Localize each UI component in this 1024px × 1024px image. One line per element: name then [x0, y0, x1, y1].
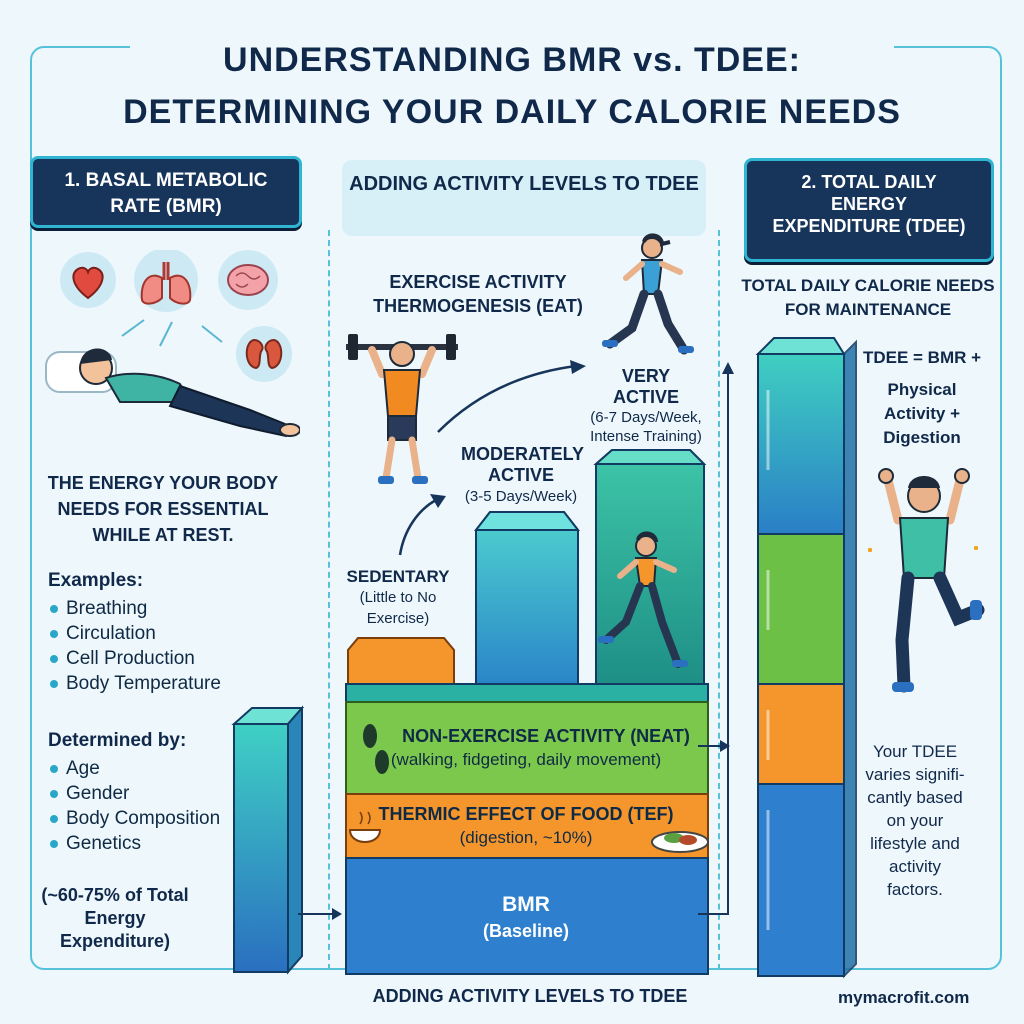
- tdee-note: Your TDEE varies signifi-cantly based on…: [865, 742, 965, 899]
- list-item: Body Temperature: [48, 671, 221, 696]
- examples-list: Breathing Circulation Cell Production Bo…: [48, 596, 221, 696]
- title-backdrop: [130, 30, 894, 140]
- tdee-segment-neat: [757, 533, 845, 685]
- footprints-icon: [363, 724, 389, 774]
- level-moderately-active: MODERATELY ACTIVE (3-5 Days/Week): [446, 444, 596, 507]
- bmr-share-note: (~60-75% of Total Energy Expenditure): [41, 885, 189, 951]
- bmr-layer: BMR (Baseline): [346, 892, 706, 944]
- tef-detail: (digestion, ~10%): [459, 828, 593, 847]
- bmr-layer-title: BMR: [502, 893, 550, 916]
- tdee-segment-activity: [757, 353, 845, 535]
- eat-label: EXERCISE ACTIVITY THERMOGENESIS (EAT): [373, 272, 583, 316]
- food-bowl-icon: [348, 811, 382, 843]
- neat-detail: (walking, fidgeting, daily movement): [390, 750, 662, 769]
- brand-link[interactable]: mymacrofit.com: [838, 988, 970, 1007]
- list-item: Body Composition: [48, 806, 220, 831]
- title-line-1: UNDERSTANDING BMR vs. TDEE:: [223, 41, 801, 79]
- level-name: VERY ACTIVE: [612, 366, 679, 407]
- tdee-stacked-bar: [755, 337, 857, 979]
- progression-arrows: [398, 360, 586, 556]
- brain-icon: [218, 250, 278, 310]
- arrow-to-center: [298, 908, 342, 920]
- activity-heading: ADDING ACTIVITY LEVELS TO TDEE: [342, 160, 706, 236]
- bmr-description: THE ENERGY YOUR BODY NEEDS FOR ESSENTIAL…: [47, 473, 279, 545]
- level-very-active: VERY ACTIVE (6-7 Days/Week, Intense Trai…: [566, 366, 726, 446]
- runner-illustration-bottom: [598, 531, 688, 668]
- tdee-formula: TDEE = BMR + Physical Activity + Digesti…: [856, 346, 988, 450]
- determined-label: Determined by:: [48, 730, 187, 751]
- tef-title: THERMIC EFFECT OF FOOD (TEF): [378, 804, 674, 824]
- level-detail: (6-7 Days/Week, Intense Training): [590, 409, 702, 445]
- tef-layer: THERMIC EFFECT OF FOOD (TEF) (digestion,…: [346, 802, 706, 850]
- level-name: SEDENTARY: [346, 567, 450, 586]
- neat-title: NON-EXERCISE ACTIVITY (NEAT): [402, 726, 690, 746]
- plate-icon: [651, 831, 709, 853]
- kidneys-icon: [236, 326, 292, 382]
- tdee-subheading: TOTAL DAILY CALORIE NEEDS FOR MAINTENANC…: [741, 276, 995, 319]
- list-item: Age: [48, 756, 220, 781]
- tdee-heading: 2. TOTAL DAILY ENERGY EXPENDITURE (TDEE): [744, 158, 994, 262]
- title-line-2: DETERMINING YOUR DAILY CALORIE NEEDS: [123, 93, 901, 131]
- arrows-to-tdee: [698, 362, 734, 915]
- formula-line-1: TDEE = BMR +: [862, 348, 982, 367]
- tdee-segment-bmr: [757, 783, 845, 977]
- runner-illustration-top: [602, 233, 694, 355]
- weightlifter-illustration: [346, 334, 458, 484]
- level-name: MODERATELY ACTIVE: [461, 444, 585, 485]
- bmr-bar: [231, 705, 305, 975]
- organ-icons: [60, 250, 292, 382]
- tdee-segment-tef: [757, 683, 845, 785]
- resting-person-illustration: [45, 348, 300, 438]
- bmr-layer-detail: (Baseline): [482, 921, 570, 941]
- lungs-icon: [134, 250, 198, 312]
- center-footer: ADDING ACTIVITY LEVELS TO TDEE: [372, 986, 688, 1006]
- factors-list: Age Gender Body Composition Genetics: [48, 756, 220, 856]
- celebrating-person-illustration: [868, 468, 985, 693]
- formula-line-2: Physical Activity + Digestion: [883, 380, 961, 447]
- list-item: Cell Production: [48, 646, 221, 671]
- neat-layer: NON-EXERCISE ACTIVITY (NEAT) (walking, f…: [346, 724, 706, 772]
- list-item: Breathing: [48, 596, 221, 621]
- heart-icon: [60, 252, 116, 308]
- list-item: Circulation: [48, 621, 221, 646]
- level-detail: (3-5 Days/Week): [464, 488, 578, 505]
- level-sedentary: SEDENTARY (Little to No Exercise): [336, 566, 460, 629]
- level-detail: (Little to No Exercise): [359, 589, 437, 627]
- divider-left: [328, 230, 330, 970]
- bmr-heading: 1. BASAL METABOLIC RATE (BMR): [30, 156, 302, 228]
- list-item: Gender: [48, 781, 220, 806]
- divider-right: [718, 230, 720, 970]
- moderate-block: [475, 511, 579, 685]
- list-item: Genetics: [48, 831, 220, 856]
- examples-label: Examples:: [48, 570, 144, 591]
- page-title: UNDERSTANDING BMR vs. TDEE: DETERMINING …: [0, 34, 1024, 138]
- sedentary-block: [347, 637, 455, 685]
